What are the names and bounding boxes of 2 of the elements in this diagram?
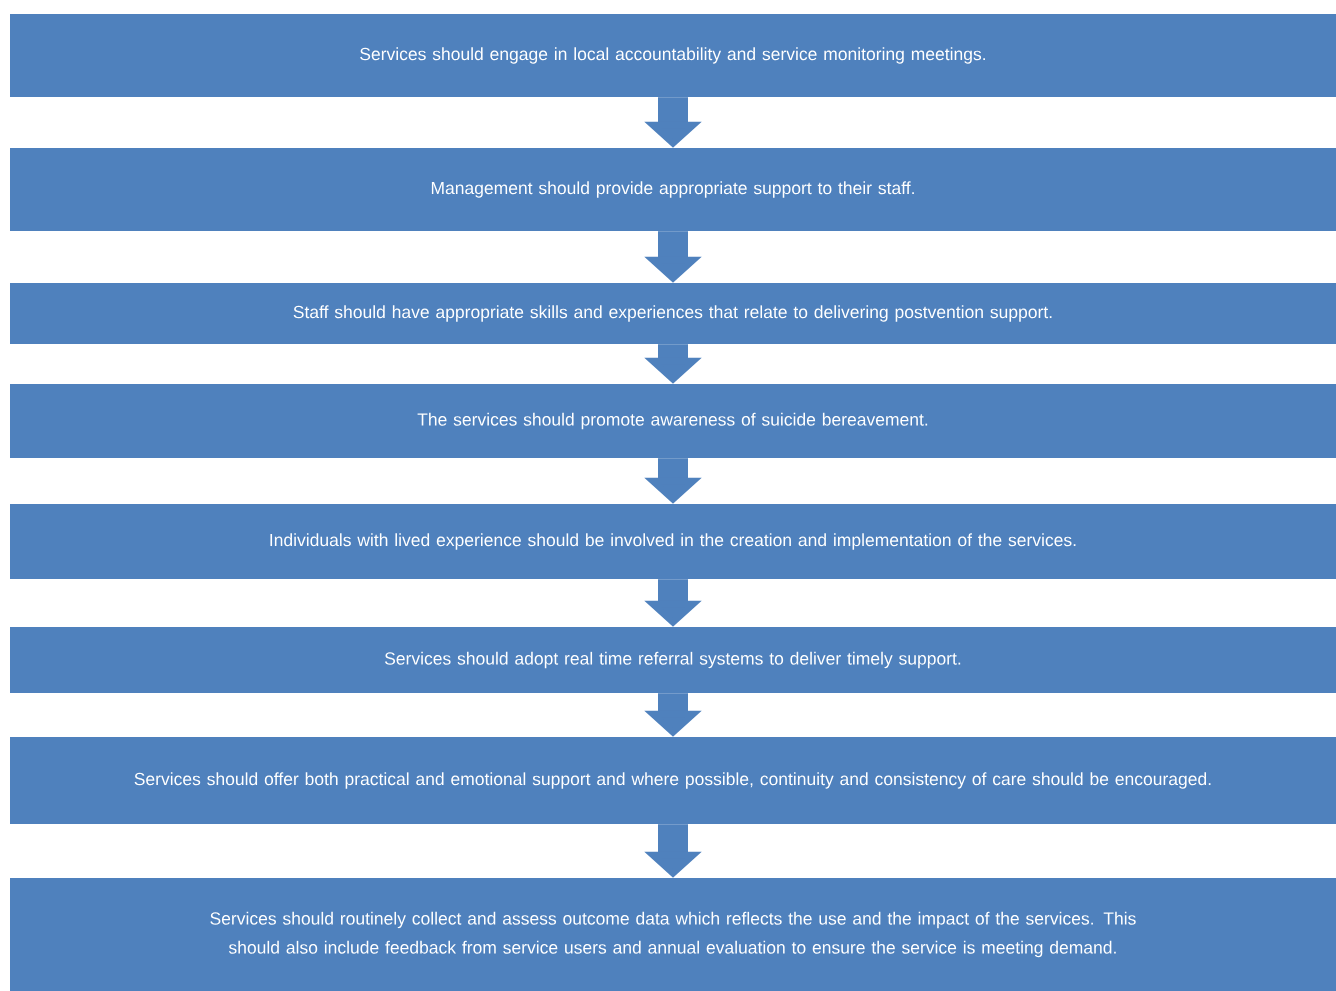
process-box: Services should engage in local accountability and service monitoring meetings.	[10, 14, 1336, 97]
process-box: Services should routinely collect and assess outcome data which reflects the use and the impact of the services. This should also include feedback from service users and annual evaluation to ensure the service is meeting demand.	[10, 878, 1336, 991]
